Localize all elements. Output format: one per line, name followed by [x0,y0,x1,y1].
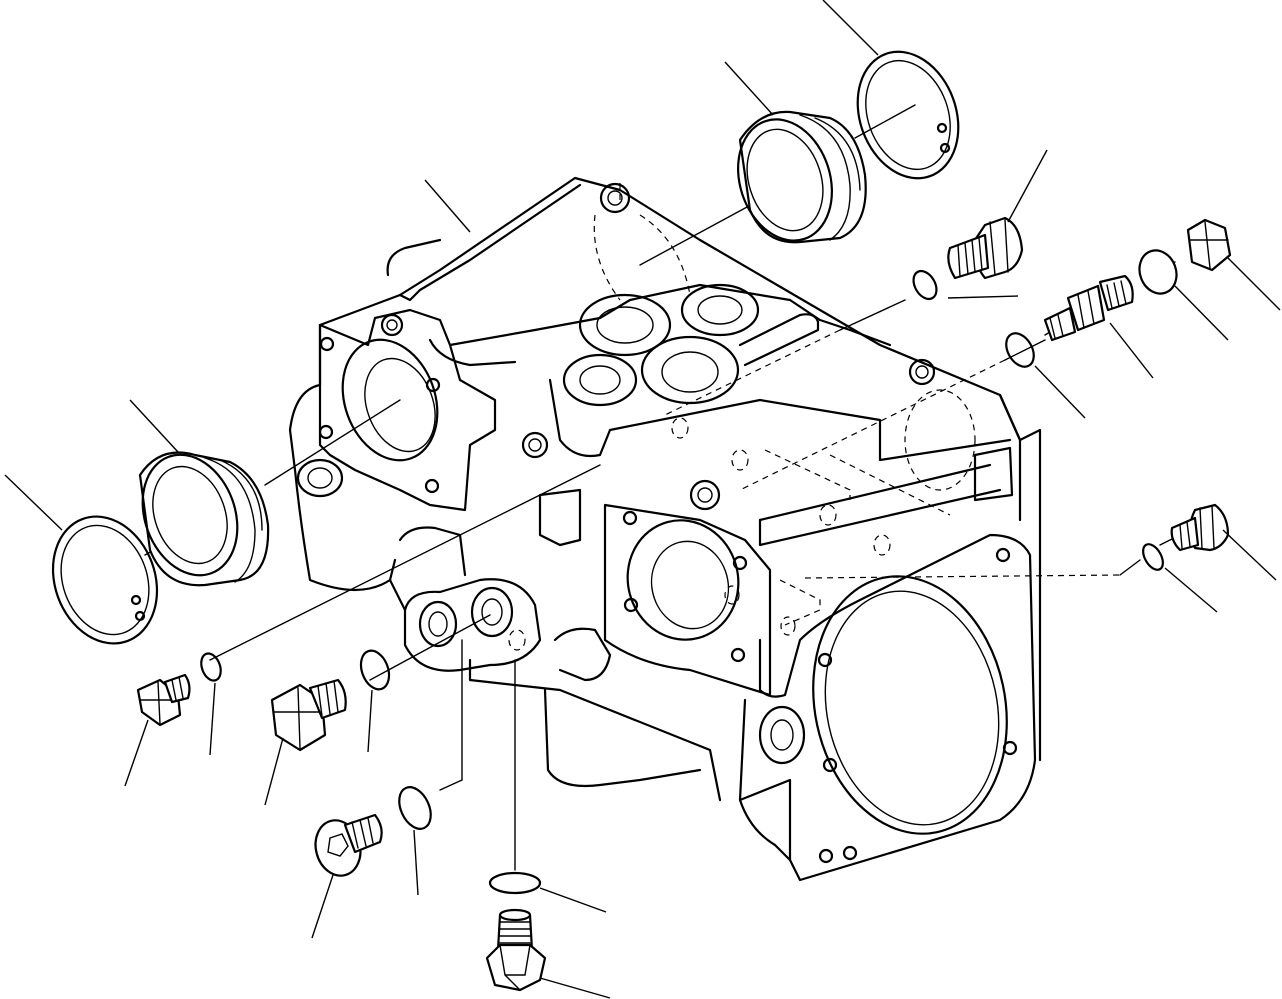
leader-o-ring-right [1164,567,1218,613]
plug-right [1170,503,1230,552]
leader-o-ring-large-left [367,689,373,753]
o-ring-bottom [488,871,542,895]
valve-body [288,176,1042,882]
leader-o-ring-socket [413,829,419,896]
sleeve-top [737,110,867,244]
leader-o-ring-bottom [539,887,607,913]
sleeve-left [138,451,270,587]
o-ring-right [1142,543,1164,571]
o-ring-socket [398,786,432,830]
leader-socket-plug [311,874,334,939]
leader-bleed-screw [1109,322,1154,379]
snap-ring-top [856,50,960,180]
plug-top-right [947,216,1024,280]
leader-plug-small-left [124,719,149,787]
leader-o-ring-small-left [209,682,216,756]
leader-cap-nut [1227,257,1281,311]
assembly-axes [144,104,1181,871]
o-ring-fitting [1005,332,1035,368]
leader-o-ring-fitting [1034,365,1086,419]
o-ring-large-left [359,649,391,691]
leader-snap-ring-top [822,0,879,56]
leader-plug-right [1222,529,1277,581]
snap-ring-left [51,515,159,645]
o-ring-top-right [912,269,938,301]
leader-sleeve-top [724,61,774,116]
washer [1138,249,1178,295]
leader-plug-bottom [539,977,611,999]
o-ring-small-left [200,652,222,682]
leader-snap-ring-left [4,474,63,531]
leader-plug-large-left [264,737,284,806]
leader-o-ring-top-right [947,295,1019,299]
plug-large-left [270,678,347,752]
leader-plug-top-right [1007,149,1048,223]
cap-nut [1186,218,1232,272]
leader-washer [1174,285,1229,341]
bleed-screw [1043,274,1134,342]
plug-bottom [485,908,547,992]
socket-plug [314,813,383,877]
leader-valve-body [424,179,471,233]
plug-small-left [136,673,191,727]
leader-sleeve-left [129,399,179,453]
leader-lines [4,0,1281,999]
